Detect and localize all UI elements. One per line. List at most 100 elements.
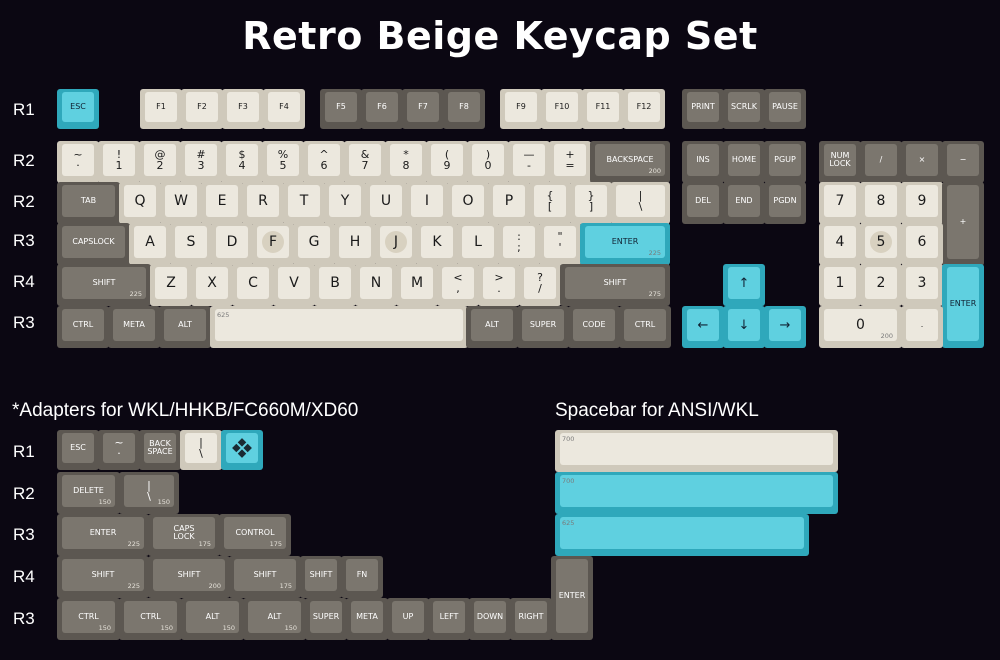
keycap-top: $ 4: [226, 144, 258, 176]
key-b: B: [314, 264, 356, 306]
key-f10: F10: [541, 89, 583, 129]
key-legend: 2: [876, 275, 886, 291]
key-legend: END: [735, 196, 753, 205]
key-size-label: 625: [562, 519, 575, 527]
keycap-top: I: [411, 185, 443, 217]
keycap-top: BACKSPACE: [595, 144, 665, 176]
keycap-top: SHIFT: [153, 559, 225, 591]
keycap-top: NUM LOCK: [824, 144, 856, 176]
key-v: V: [273, 264, 315, 306]
keycap-top: U: [370, 185, 402, 217]
keycap-top: ×: [906, 144, 938, 176]
row-label: R3: [13, 231, 35, 250]
key-legend: ENTER: [558, 591, 586, 600]
keycap-top: G: [298, 226, 330, 258]
keycap-top: TAB: [62, 185, 115, 217]
key-meta: META: [346, 598, 388, 640]
key-6: 6: [901, 223, 943, 265]
key-q: Q: [119, 182, 161, 224]
keycap-top: S: [175, 226, 207, 258]
key-3: 3: [901, 264, 943, 306]
key-legend: ALT: [485, 320, 499, 329]
key-g: G: [293, 223, 335, 265]
key-j: J: [375, 223, 417, 265]
keycap-top: W: [165, 185, 197, 217]
keycap-top: F6: [366, 92, 398, 122]
key-size-label: 150: [160, 624, 173, 632]
key-legend: * 8: [402, 148, 410, 172]
key-blank: [221, 430, 263, 470]
keycap-top: 7: [824, 185, 856, 217]
key-legend: F3: [238, 102, 248, 111]
key-legend: V: [289, 275, 299, 291]
key-f7: F7: [402, 89, 444, 129]
page-title: Retro Beige Keycap Set: [242, 14, 758, 58]
keycap-top: | \: [185, 433, 217, 463]
key-down: DOWN: [469, 598, 511, 640]
key-f12: F12: [623, 89, 665, 129]
keycap-top: FN: [346, 559, 378, 591]
key-legend: @ 2: [154, 148, 166, 172]
key-legend: F7: [418, 102, 428, 111]
keycap-top: D: [216, 226, 248, 258]
key-7: & 7: [344, 141, 386, 183]
key-blank: + =: [549, 141, 591, 183]
diamond-logo-icon: [232, 438, 252, 458]
keycap-top: F11: [587, 92, 619, 122]
key-legend: } ]: [587, 189, 595, 213]
key-legend: | \: [638, 189, 643, 213]
key-legend: META: [356, 612, 378, 621]
key-size-label: 225: [129, 290, 142, 298]
key-blank: 700: [555, 472, 838, 514]
key-legend: +: [959, 217, 967, 226]
key-blank: | \: [180, 430, 222, 470]
keycap-top: A: [134, 226, 166, 258]
key-legend: CODE: [582, 320, 606, 329]
keycap-top: ENTER: [947, 267, 979, 341]
keycap-top: ? /: [524, 267, 556, 299]
key-print: PRINT: [682, 89, 724, 129]
key-size-label: 175: [269, 540, 282, 548]
key-legend: Z: [166, 275, 176, 291]
keycap-top: CONTROL: [224, 517, 286, 549]
key-r: R: [242, 182, 284, 224]
row-label: R2: [13, 192, 35, 211]
key-legend: — -: [523, 148, 535, 172]
key-f8: F8: [443, 89, 485, 129]
key-legend: Y: [340, 193, 350, 209]
key-legend: ~ ·: [114, 436, 124, 460]
keycap-top: ESC: [62, 433, 94, 463]
key-legend: ←: [697, 317, 709, 333]
key-alt: ALT: [159, 306, 211, 348]
key-size-label: 200: [648, 167, 661, 175]
key-blank: { [: [529, 182, 571, 224]
keycap-top: > .: [483, 267, 515, 299]
keycap-top: SHIFT: [305, 559, 337, 591]
key-legend: SHIFT: [309, 570, 333, 579]
keycap-top: CTRL: [62, 601, 115, 633]
key-size-label: 700: [562, 435, 575, 443]
keycap-top: & 7: [349, 144, 381, 176]
keycap-top: X: [196, 267, 228, 299]
key-f2: F2: [181, 89, 223, 129]
key-legend: CTRL: [140, 612, 161, 621]
key-blank: } ]: [570, 182, 612, 224]
key-legend: ALT: [205, 612, 220, 621]
keycap-top: SHIFT: [565, 267, 665, 299]
key-blank: ←: [682, 306, 724, 348]
keycap-top: SHIFT: [62, 267, 146, 299]
row-label: R4: [13, 272, 35, 291]
key-enter: ENTER: [551, 556, 593, 640]
key-legend: PRINT: [691, 102, 715, 111]
key-capslock: CAPSLOCK: [57, 223, 130, 265]
keycap-top: F4: [268, 92, 300, 122]
keycap-top: : ;: [503, 226, 535, 258]
key-legend: F8: [459, 102, 469, 111]
keycap-top: H: [339, 226, 371, 258]
key-size-label: 150: [98, 624, 111, 632]
key-legend: ( 9: [443, 148, 451, 172]
keycap-top: −: [947, 144, 979, 176]
